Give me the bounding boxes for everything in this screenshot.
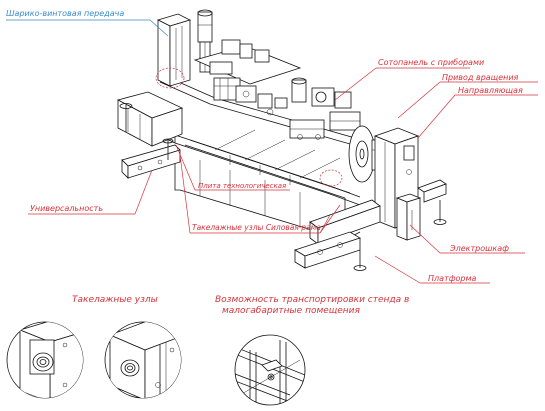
detail-view-transport xyxy=(234,334,306,406)
label-versatility: Универсальность xyxy=(30,204,103,213)
label-side-panel: Сотопанель с приборами xyxy=(378,58,484,67)
highlight-circles xyxy=(155,67,343,187)
caption-transport-line1: Возможность транспортировки стенда в xyxy=(215,295,409,305)
label-frame-zone: Плита технологическая xyxy=(198,182,286,190)
detail-view-rigging-1 xyxy=(6,321,84,399)
caption-transport-line2: малогабаритные помещения xyxy=(222,306,361,316)
label-guide: Направляющая xyxy=(458,86,523,95)
platform-base xyxy=(294,179,447,271)
instrument-panel xyxy=(193,39,302,116)
ball-screw-column xyxy=(156,9,213,87)
detail-view-rigging-2 xyxy=(104,321,182,399)
label-electric-cabinet: Электрошкаф xyxy=(449,244,509,253)
right-tower xyxy=(373,127,422,241)
left-end-block xyxy=(116,91,184,179)
label-ball-screw: Шарико-винтовая передача xyxy=(6,9,124,18)
caption-rigging-nodes: Такелажные узлы xyxy=(72,295,158,305)
label-rotation-drive: Привод вращения xyxy=(442,73,519,82)
leader-lines xyxy=(6,19,538,284)
label-platform: Платформа xyxy=(428,274,477,283)
label-rigging-frame: Такелажные узлы Силовая рама xyxy=(192,223,321,232)
